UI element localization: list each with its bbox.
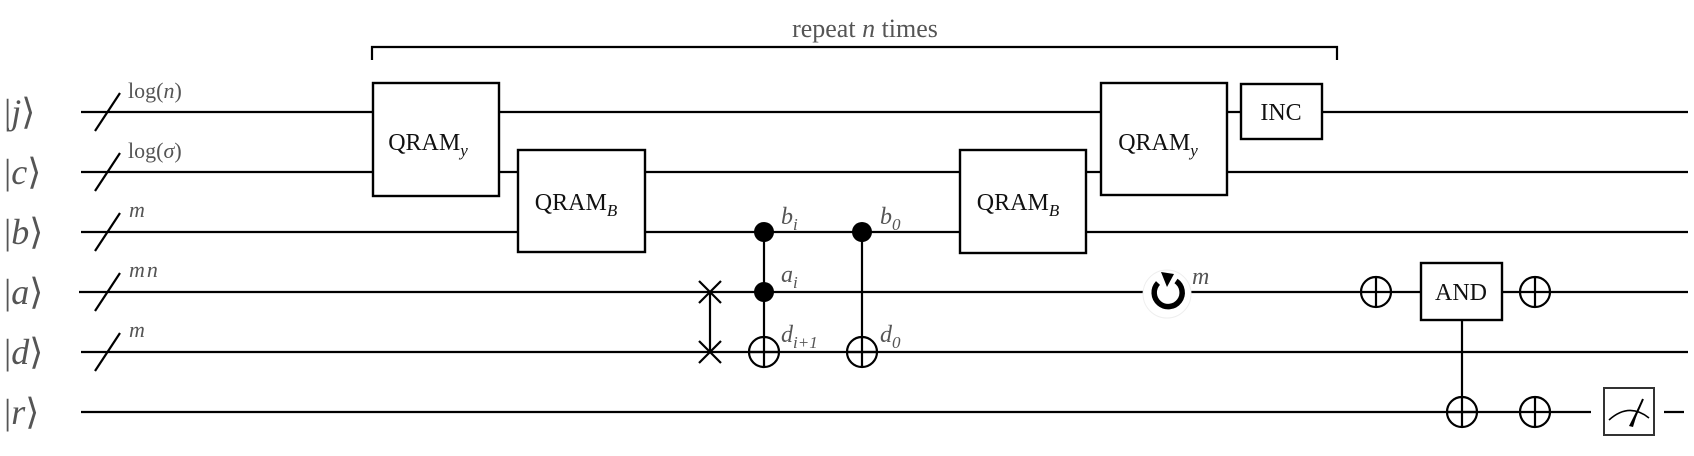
ket-r: |r⟩ (4, 392, 39, 432)
rotate-clockwise-icon (1151, 278, 1185, 310)
and-label: AND (1435, 280, 1487, 306)
measure-box (1603, 387, 1655, 436)
bus-label-j: log(n) (128, 78, 182, 103)
bus-slash-a (94, 272, 121, 312)
control-dot-b0 (852, 222, 872, 242)
label-b-0: b0 (880, 204, 901, 234)
rotate-arrowhead (1161, 272, 1174, 287)
repeat-bracket-line (370, 45, 1339, 60)
ket-a: |a⟩ (4, 272, 43, 312)
bus-label-a: mn (129, 257, 160, 282)
control-dot-a (754, 282, 774, 302)
meter-arc (1608, 409, 1650, 421)
qram-y-gate-2: QRAMy (1099, 81, 1229, 197)
qram-b-gate-2: QRAMB (958, 148, 1088, 255)
label-b-i: bi (781, 204, 798, 234)
qram-y-box-1 (371, 81, 501, 198)
ket-c: |c⟩ (4, 152, 41, 192)
qram-b-label-1: QRAMB (535, 190, 618, 220)
bus-label-b: m (129, 197, 145, 222)
and-gate: AND (1419, 261, 1504, 429)
qram-y-gate-1: QRAMy (371, 81, 501, 198)
inc-box (1239, 82, 1324, 141)
measurement-gate (1603, 387, 1655, 436)
bus-slash-b (94, 212, 121, 252)
bus-label-c: log(σ) (128, 138, 182, 163)
qram-b-box-1 (516, 148, 647, 254)
inc-gate: INC (1239, 82, 1324, 141)
swap-gate (698, 280, 722, 364)
meter-needle (1630, 398, 1644, 427)
qram-y-box-2 (1099, 81, 1229, 197)
rotate-gate: m (1142, 264, 1209, 319)
qram-y-label-1: QRAMy (388, 130, 468, 160)
qram-b-label-2: QRAMB (977, 190, 1060, 220)
qram-y-label-2: QRAMy (1118, 130, 1198, 160)
and-box (1419, 261, 1504, 322)
swap-cross-icon-a (698, 280, 722, 304)
qram-b-box-2 (958, 148, 1088, 255)
label-d-0: d0 (880, 322, 901, 352)
swap-cross-icon-d (698, 340, 722, 364)
x-gate-r (1518, 395, 1552, 429)
bus-slash-j (94, 92, 121, 132)
cnot-gate: b0 d0 (845, 204, 901, 369)
x-gate-a-2 (1518, 275, 1552, 309)
label-d-i-plus-1: di+1 (781, 322, 818, 352)
wires (79, 110, 1688, 414)
control-dot-b (754, 222, 774, 242)
toffoli-gate: bi ai di+1 (747, 204, 818, 369)
ket-j: |j⟩ (4, 92, 35, 132)
repeat-label: repeat n times (792, 14, 938, 43)
rotate-label: m (1192, 264, 1209, 290)
bus-slash-d (94, 332, 121, 372)
repeat-bracket: repeat n times (370, 14, 1339, 60)
ket-d: |d⟩ (4, 332, 43, 372)
bus-slash-c (94, 152, 121, 192)
bus-markers: log(n) log(σ) m mn m (94, 78, 182, 372)
register-labels: |j⟩ |c⟩ |b⟩ |a⟩ |d⟩ |r⟩ (4, 92, 43, 432)
ket-b: |b⟩ (4, 212, 43, 252)
qram-b-gate-1: QRAMB (516, 148, 647, 254)
label-a-i: ai (781, 262, 798, 292)
bus-label-d: m (129, 317, 145, 342)
x-gate-a-1 (1359, 275, 1393, 309)
inc-label: INC (1260, 100, 1301, 126)
